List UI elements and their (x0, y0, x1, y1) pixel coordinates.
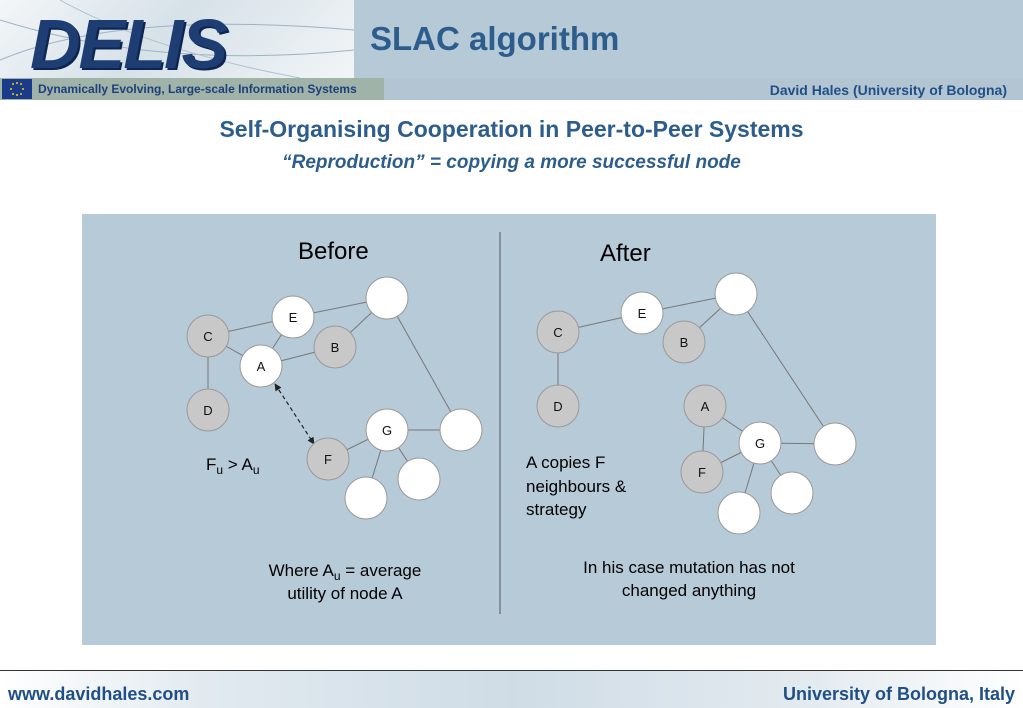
logo-background-lines (0, 0, 354, 78)
node-unlabeled-bottom2 (770, 471, 814, 515)
node-unlabeled-right (439, 408, 483, 452)
node-unlabeled-bottom2 (397, 457, 441, 501)
footer-website-link[interactable]: www.davidhales.com (8, 684, 190, 704)
subheader-bar: Dynamically Evolving, Large-scale Inform… (0, 78, 1023, 100)
node-unlabeled-bottom1 (717, 491, 761, 535)
svg-text:D: D (203, 403, 212, 418)
node-e: E (620, 291, 664, 335)
title-bar: SLAC algorithm (354, 0, 1023, 78)
slide-title: SLAC algorithm (370, 20, 620, 57)
svg-text:E: E (638, 306, 647, 321)
svg-text:B: B (680, 335, 689, 350)
node-b: B (313, 325, 357, 369)
author-label: David Hales (University of Bologna) (769, 82, 1007, 98)
node-a: A (239, 344, 283, 388)
utility-inequality: Fu > Au (206, 455, 260, 477)
node-unlabeled-bottom1 (344, 476, 388, 520)
svg-text:E: E (289, 310, 298, 325)
before-nodes: C E B A D G F (186, 276, 483, 520)
svg-text:D: D (553, 399, 562, 414)
svg-text:G: G (382, 423, 392, 438)
after-caption-line1: A copies F (526, 453, 605, 472)
network-diagram: Before C E B A (186, 232, 857, 614)
node-c: C (186, 314, 230, 358)
project-bar: Dynamically Evolving, Large-scale Inform… (0, 78, 384, 100)
delis-logo: DELIS (0, 0, 354, 78)
svg-text:C: C (203, 329, 212, 344)
node-unlabeled-right (813, 422, 857, 466)
after-caption-line2: neighbours & (526, 477, 627, 496)
after-caption-line3: strategy (526, 500, 587, 519)
copy-arrow (274, 383, 315, 445)
node-unlabeled-top (365, 276, 409, 320)
node-b: B (662, 320, 706, 364)
node-f: F (680, 450, 724, 494)
after-note-line2: changed anything (622, 581, 756, 600)
footer-institution: University of Bologna, Italy (782, 684, 1015, 704)
node-f: F (306, 437, 350, 481)
before-note-line1: Where Au = average (269, 561, 422, 583)
footer: www.davidhales.com University of Bologna… (0, 671, 1023, 708)
node-d: D (536, 384, 580, 428)
node-unlabeled-top (714, 272, 758, 316)
node-c: C (536, 310, 580, 354)
main-heading: Self-Organising Cooperation in Peer-to-P… (219, 116, 804, 142)
after-note-line1: In his case mutation has not (583, 558, 795, 577)
after-nodes: C E B D A G F (536, 272, 857, 535)
svg-text:A: A (257, 359, 266, 374)
node-g: G (738, 421, 782, 465)
diagram-panel: Before C E B A (82, 214, 936, 645)
node-a: A (683, 384, 727, 428)
eu-flag-icon (2, 79, 32, 99)
svg-text:F: F (698, 465, 706, 480)
logo-text: DELIS (30, 5, 228, 78)
svg-text:A: A (701, 399, 710, 414)
main-subheading: “Reproduction” = copying a more successf… (282, 152, 741, 173)
before-title: Before (298, 238, 369, 265)
svg-text:G: G (755, 436, 765, 451)
svg-text:C: C (553, 325, 562, 340)
svg-text:B: B (331, 340, 340, 355)
node-e: E (271, 295, 315, 339)
node-d: D (186, 388, 230, 432)
before-note-line2: utility of node A (287, 584, 403, 603)
footer-divider (0, 670, 1023, 671)
after-title: After (600, 240, 651, 267)
svg-text:F: F (324, 452, 332, 467)
project-name: Dynamically Evolving, Large-scale Inform… (38, 82, 357, 96)
node-g: G (365, 408, 409, 452)
